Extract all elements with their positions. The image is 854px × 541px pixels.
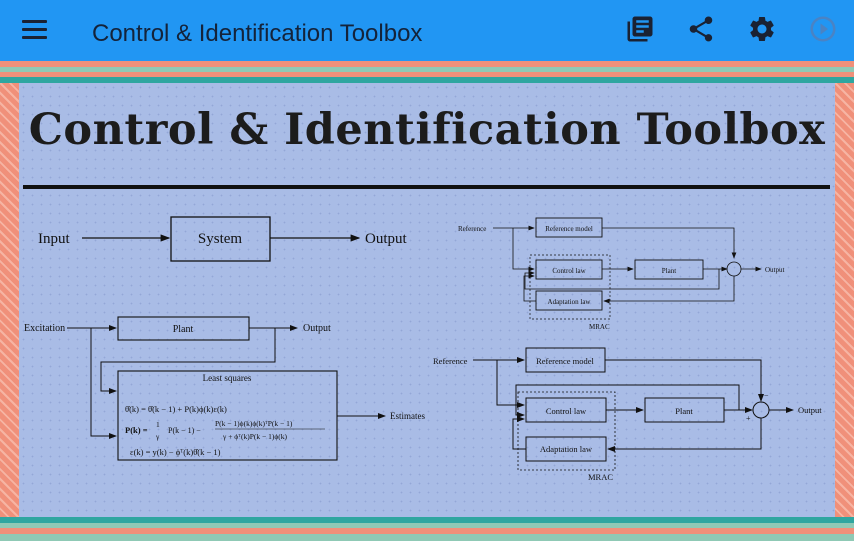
banner-heading: Control & Identification Toolbox — [28, 105, 826, 155]
ls-excitation-label: Excitation — [24, 323, 65, 334]
gear-icon[interactable] — [747, 14, 777, 44]
ls-eq-2-den: γ + ϕᵀ(k)P(k − 1)ϕ(k) — [222, 432, 288, 441]
mrac-small-dashed-box — [529, 254, 611, 320]
decor-stripe — [0, 528, 854, 534]
diagrams: Input System Output Excitation Plant Out… — [24, 216, 822, 482]
ls-eq-3: ε(k) = y(k) − ϕᵀ(k)θ̂(k − 1) — [130, 447, 221, 457]
menu-icon[interactable] — [22, 18, 48, 40]
mrac-large-output: Output — [798, 405, 822, 415]
mrac-large-dashed-box — [517, 391, 616, 471]
decor-stripe — [0, 77, 854, 83]
mrac-small-adapt-block — [535, 290, 603, 311]
decor-stripe — [0, 67, 854, 72]
mrac-large-adapt-label: Adaptation law — [540, 444, 593, 454]
decor-stripe — [0, 534, 854, 541]
decor-stripe — [0, 523, 854, 528]
system-block — [170, 216, 271, 262]
left-decor-border — [0, 83, 19, 517]
app-title: Control & Identification Toolbox — [92, 20, 423, 47]
decor-stripe — [0, 61, 854, 67]
ls-eq-2-term: P(k − 1) − — [168, 426, 201, 435]
ls-eq-1: θ̂(k) = θ̂(k − 1) + P(k)ϕ(k)ε(k) — [125, 404, 227, 414]
ls-estimates-label: Estimates — [390, 411, 425, 421]
system-diagram: Input System Output — [38, 216, 408, 262]
mrac-small-diagram: Reference Reference model Control law Pl… — [458, 217, 785, 331]
mrac-large-plus: + — [746, 414, 751, 423]
mrac-large-sum — [752, 401, 770, 419]
mrac-small-control-label: Control law — [552, 267, 586, 275]
mrac-large-plant-label: Plant — [675, 406, 693, 416]
system-block-label: System — [198, 231, 243, 247]
content-banner: Control & Identification Toolbox Input S… — [19, 83, 835, 517]
mrac-small-adapt-label: Adaptation law — [548, 298, 592, 306]
library-books-icon[interactable] — [625, 14, 655, 44]
ls-eq-2-left: P(k) = — [125, 425, 148, 435]
ls-block-title: Least squares — [203, 373, 252, 383]
mrac-small-control-block — [535, 259, 603, 280]
mrac-small-label: MRAC — [589, 323, 610, 331]
mrac-small-sum — [726, 261, 742, 277]
ls-plant-label: Plant — [173, 324, 194, 335]
mrac-small-output: Output — [765, 266, 785, 274]
right-decor-border — [835, 83, 854, 517]
mrac-large-reference: Reference — [433, 356, 468, 366]
mrac-small-refmodel-label: Reference model — [545, 225, 593, 233]
ls-output-label: Output — [303, 323, 331, 334]
mrac-large-minus: − — [764, 391, 769, 400]
mrac-large-diagram: Reference Reference model Control law Pl… — [433, 347, 822, 482]
app-bar: Control & Identification Toolbox — [0, 0, 854, 61]
decor-stripe — [0, 517, 854, 523]
mrac-small-plant-label: Plant — [662, 267, 676, 275]
share-icon[interactable] — [686, 14, 716, 44]
ls-eq-2-gamma: γ — [155, 432, 160, 441]
mrac-large-control-label: Control law — [546, 406, 587, 416]
ls-eq-2-num: P(k − 1)ϕ(k)ϕ(k)ᵀP(k − 1) — [215, 419, 293, 428]
mrac-small-plant-block — [634, 259, 704, 280]
mrac-small-reference: Reference — [458, 225, 486, 233]
heading-rule — [23, 185, 830, 189]
system-output-label: Output — [365, 231, 408, 247]
play-circle-icon[interactable] — [808, 14, 838, 44]
least-squares-diagram: Excitation Plant Output Least squares θ̂… — [24, 316, 425, 461]
decor-stripe — [0, 72, 854, 77]
system-input-label: Input — [38, 231, 70, 247]
mrac-small-refmodel-block — [535, 217, 603, 238]
ls-eq-2-frac: 1 — [156, 420, 160, 429]
mrac-large-label: MRAC — [588, 472, 613, 482]
mrac-large-refmodel-label: Reference model — [536, 356, 594, 366]
